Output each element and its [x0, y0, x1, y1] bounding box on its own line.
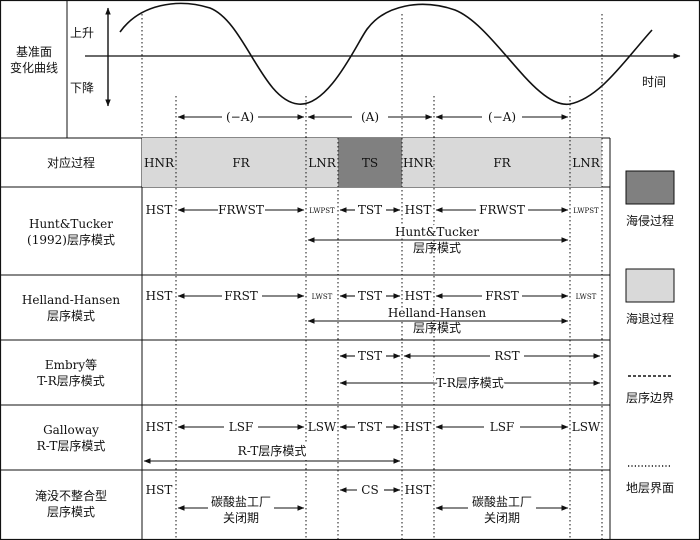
process-label: TS [362, 156, 378, 170]
legend-label: 海侵过程 [626, 213, 674, 228]
unit-label: CS [361, 483, 378, 497]
row-helland-hansen: Helland-Hansen 层序模式 HST FRST LWST TST HS… [22, 289, 597, 335]
legend-label: 层序边界 [626, 390, 674, 405]
row-embry: Embry等 T-R层序模式 TST RST T-R层序模式 [37, 349, 601, 393]
interval-label: (−A) [226, 110, 254, 124]
svg-text:Hunt&Tucker: Hunt&Tucker [29, 217, 113, 231]
svg-text:T-R层序模式: T-R层序模式 [436, 375, 504, 390]
boundary-lines [141, 14, 603, 540]
unit-label: HST [405, 289, 432, 303]
interval-label: (A) [361, 110, 379, 124]
svg-text:淹没不整合型: 淹没不整合型 [35, 488, 107, 503]
process-fills [142, 138, 602, 187]
svg-text:T-R层序模式: T-R层序模式 [37, 373, 105, 388]
process-cell-ts [338, 138, 402, 187]
process-cell-fr [176, 138, 306, 187]
unit-label: TST [358, 203, 382, 217]
time-label: 时间 [642, 75, 666, 89]
process-label: HNR [144, 156, 175, 170]
row-galloway: Galloway R-T层序模式 HST LSF LSW TST HST LSF… [37, 420, 601, 464]
unit-label: RST [494, 349, 519, 363]
process-cell-hnr [142, 138, 176, 187]
svg-text:层序模式: 层序模式 [47, 504, 95, 519]
process-cell-fr-2 [434, 138, 570, 187]
curve-panel: 基准面 变化曲线 上升 下降 时间 [10, 2, 681, 107]
svg-text:R-T层序模式: R-T层序模式 [37, 438, 106, 453]
unit-label: TST [358, 349, 382, 363]
process-cell-hnr-2 [402, 138, 434, 187]
unit-label: FRWST [479, 203, 525, 217]
unit-label: LSF [490, 420, 515, 434]
process-cell-lnr-2 [570, 138, 602, 187]
svg-text:层序模式: 层序模式 [47, 308, 95, 323]
legend: 海侵过程 海退过程 层序边界 地层界面 [625, 170, 675, 495]
unit-label: LWST [576, 293, 597, 301]
unit-label: 关闭期 [223, 511, 259, 525]
process-label: FR [493, 156, 511, 170]
process-labels: HNR FR LNR TS HNR FR LNR [144, 156, 601, 170]
process-label: LNR [572, 156, 600, 170]
process-cell-lnr [306, 138, 338, 187]
unit-label: TST [358, 289, 382, 303]
rise-label: 上升 [70, 26, 94, 40]
legend-label: 地层界面 [626, 481, 674, 495]
unit-label: FRST [224, 289, 258, 303]
unit-label: HST [405, 483, 432, 497]
unit-label: LSF [229, 420, 254, 434]
process-title: 对应过程 [47, 155, 95, 170]
curve-title-line1: 基准面 [16, 45, 52, 59]
unit-label: 碳酸盐工厂 [472, 494, 532, 509]
svg-text:(1992)层序模式: (1992)层序模式 [27, 232, 115, 247]
unit-label: 关闭期 [484, 511, 520, 525]
legend-swatch-transgression [625, 170, 675, 205]
svg-text:R-T层序模式: R-T层序模式 [238, 443, 307, 458]
row-hunt-tucker: Hunt&Tucker (1992)层序模式 HST FRWST LWPST T… [27, 203, 599, 255]
unit-label: LSW [308, 420, 337, 434]
unit-label: LSW [572, 420, 601, 434]
svg-text:Embry等: Embry等 [45, 358, 97, 372]
svg-text:Helland-Hansen: Helland-Hansen [388, 306, 486, 320]
unit-label: HST [146, 483, 173, 497]
svg-text:层序模式: 层序模式 [413, 240, 461, 255]
unit-label: TST [358, 420, 382, 434]
process-label: LNR [308, 156, 336, 170]
unit-label: HST [146, 203, 173, 217]
svg-text:Helland-Hansen: Helland-Hansen [22, 293, 120, 307]
unit-label: FRWST [218, 203, 264, 217]
unit-label: LWST [312, 293, 333, 301]
unit-label: FRST [485, 289, 519, 303]
unit-label: HST [146, 289, 173, 303]
legend-label: 海退过程 [626, 311, 674, 326]
unit-label: LWPST [573, 207, 599, 215]
interval-label: (−A) [488, 110, 516, 124]
unit-label: 碳酸盐工厂 [211, 494, 271, 509]
unit-label: HST [146, 420, 173, 434]
base-level-curve [119, 2, 653, 105]
svg-text:Hunt&Tucker: Hunt&Tucker [395, 225, 479, 239]
svg-text:层序模式: 层序模式 [413, 320, 461, 335]
unit-label: LWPST [309, 207, 335, 215]
process-label: HNR [403, 156, 434, 170]
unit-label: HST [405, 420, 432, 434]
process-label: FR [232, 156, 250, 170]
svg-text:Galloway: Galloway [43, 423, 99, 437]
curve-title-line2: 变化曲线 [10, 60, 58, 75]
legend-swatch-regression [625, 268, 675, 303]
row-drowning-unconformity: 淹没不整合型 层序模式 HST 碳酸盐工厂 关闭期 CS HST 碳酸盐工厂 关… [35, 483, 569, 525]
unit-label: HST [405, 203, 432, 217]
fall-label: 下降 [70, 81, 94, 95]
